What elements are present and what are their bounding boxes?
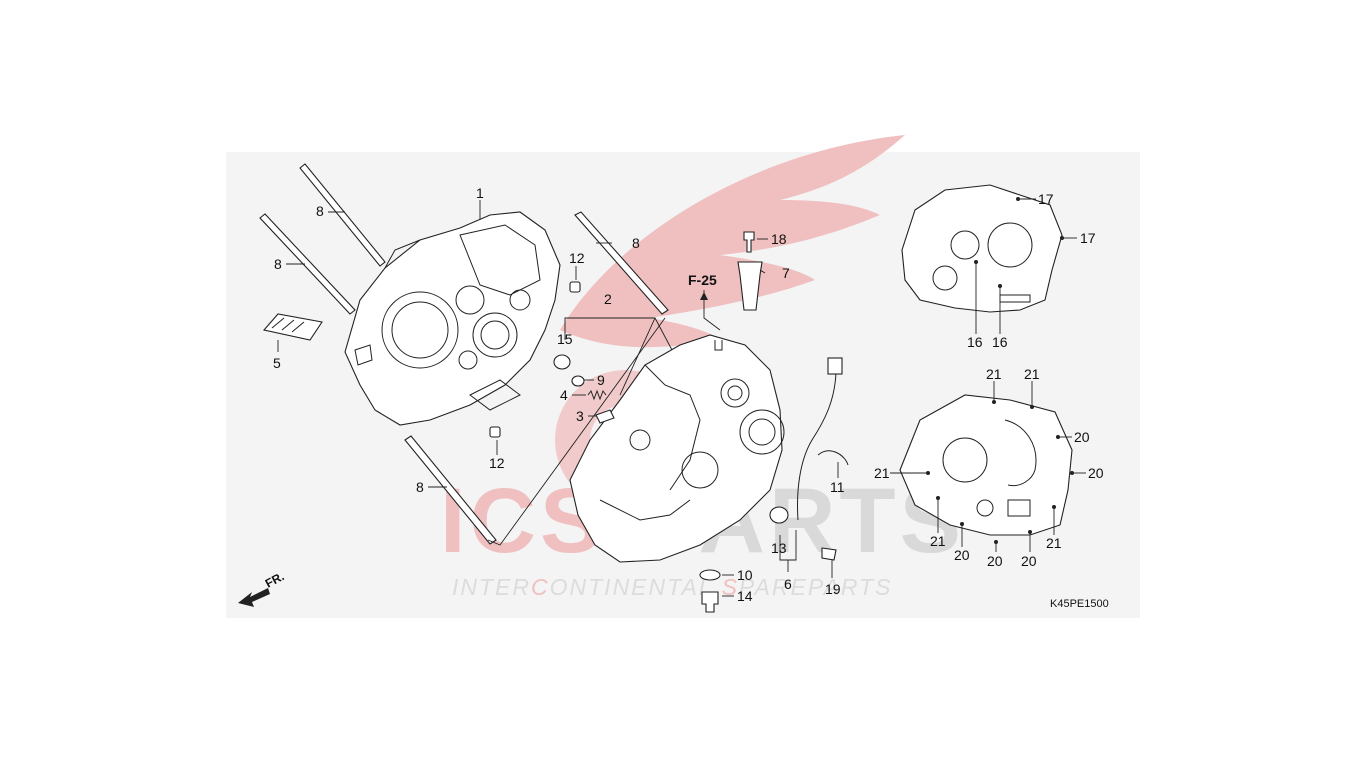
callout-4: 4: [560, 387, 568, 403]
right-crankcase-half: [569, 334, 785, 563]
wire-harness: [797, 371, 837, 521]
oil-strainer-screen: [262, 313, 323, 341]
reference-label: F-25: [688, 272, 717, 288]
watermark-sub-e: PAREPARTS: [739, 574, 892, 600]
callout-6: 6: [784, 576, 792, 592]
callout-21-d: 21: [930, 533, 946, 549]
callout-12-a: 12: [569, 250, 585, 266]
callout-labels: 1 2 3 4 5 6 7 8 8 8 8 9 10 11 12 12 13 1…: [273, 185, 1104, 604]
front-direction-indicator: FR.: [238, 569, 286, 607]
callout-20-c: 20: [954, 547, 970, 563]
callout-20-b: 20: [1088, 465, 1104, 481]
callout-20-e: 20: [1021, 553, 1037, 569]
callout-19: 19: [825, 581, 841, 597]
callout-2: 2: [604, 291, 612, 307]
svg-text:INTERCONTINENTAL SPAREPARTS: INTERCONTINENTAL SPAREPARTS: [452, 574, 892, 600]
callout-9: 9: [597, 372, 605, 388]
speed-sensor: [737, 261, 763, 311]
callout-20-d: 20: [987, 553, 1003, 569]
watermark-sub-d: S: [722, 574, 739, 600]
sealing-washer: [769, 506, 789, 524]
callout-21-b: 21: [1024, 366, 1040, 382]
left-crankcase-half: [344, 211, 561, 426]
callout-12-b: 12: [489, 455, 505, 471]
dowel-pin-lower: [489, 426, 501, 438]
callout-15: 15: [557, 331, 573, 347]
callout-17-a: 17: [1038, 191, 1054, 207]
callout-13: 13: [771, 540, 787, 556]
watermark-wing-shape: [560, 135, 905, 348]
callout-21-a: 21: [986, 366, 1002, 382]
reference-f25: F-25: [688, 272, 717, 300]
gasket-lower: [899, 394, 1073, 536]
callout-14: 14: [737, 588, 753, 604]
stud-bolts: [259, 163, 669, 545]
diagram-code: K45PE1500: [1050, 598, 1109, 610]
callout-8-a: 8: [316, 203, 324, 219]
callout-8-b: 8: [274, 256, 282, 272]
watermark-sub-c: ONTINENTAL: [550, 574, 722, 600]
connector: [827, 357, 843, 375]
callout-8-c: 8: [632, 235, 640, 251]
callout-16-b: 16: [992, 334, 1008, 350]
washer: [571, 375, 585, 387]
callout-8-d: 8: [416, 479, 424, 495]
callout-10: 10: [737, 567, 753, 583]
drain-bolt: [701, 591, 719, 613]
watermark-sub-b: C: [531, 574, 550, 600]
callout-1: 1: [476, 185, 484, 201]
plunger: [595, 409, 615, 424]
callout-17-b: 17: [1080, 230, 1096, 246]
leader-lines: [277, 197, 1086, 597]
bolt-19: [821, 547, 837, 561]
spring: [587, 389, 607, 401]
callout-21-e: 21: [1046, 535, 1062, 551]
callout-3: 3: [576, 408, 584, 424]
o-ring: [553, 354, 571, 370]
dowel-pin-upper: [569, 281, 581, 293]
drain-washer: [699, 569, 721, 581]
front-label: FR.: [263, 569, 287, 590]
callout-21-c: 21: [874, 465, 890, 481]
callout-20-a: 20: [1074, 429, 1090, 445]
wire-clamp: [817, 450, 849, 466]
small-parts: [262, 231, 849, 613]
callout-16-a: 16: [967, 334, 983, 350]
bolt-18: [743, 231, 755, 253]
callout-18: 18: [771, 231, 787, 247]
callout-11: 11: [830, 479, 845, 495]
reference-arrow-icon: [700, 292, 708, 300]
watermark-sub-a: INTER: [452, 574, 531, 600]
front-arrow-icon: [238, 588, 270, 607]
callout-5: 5: [273, 355, 281, 371]
callout-7: 7: [782, 265, 790, 281]
